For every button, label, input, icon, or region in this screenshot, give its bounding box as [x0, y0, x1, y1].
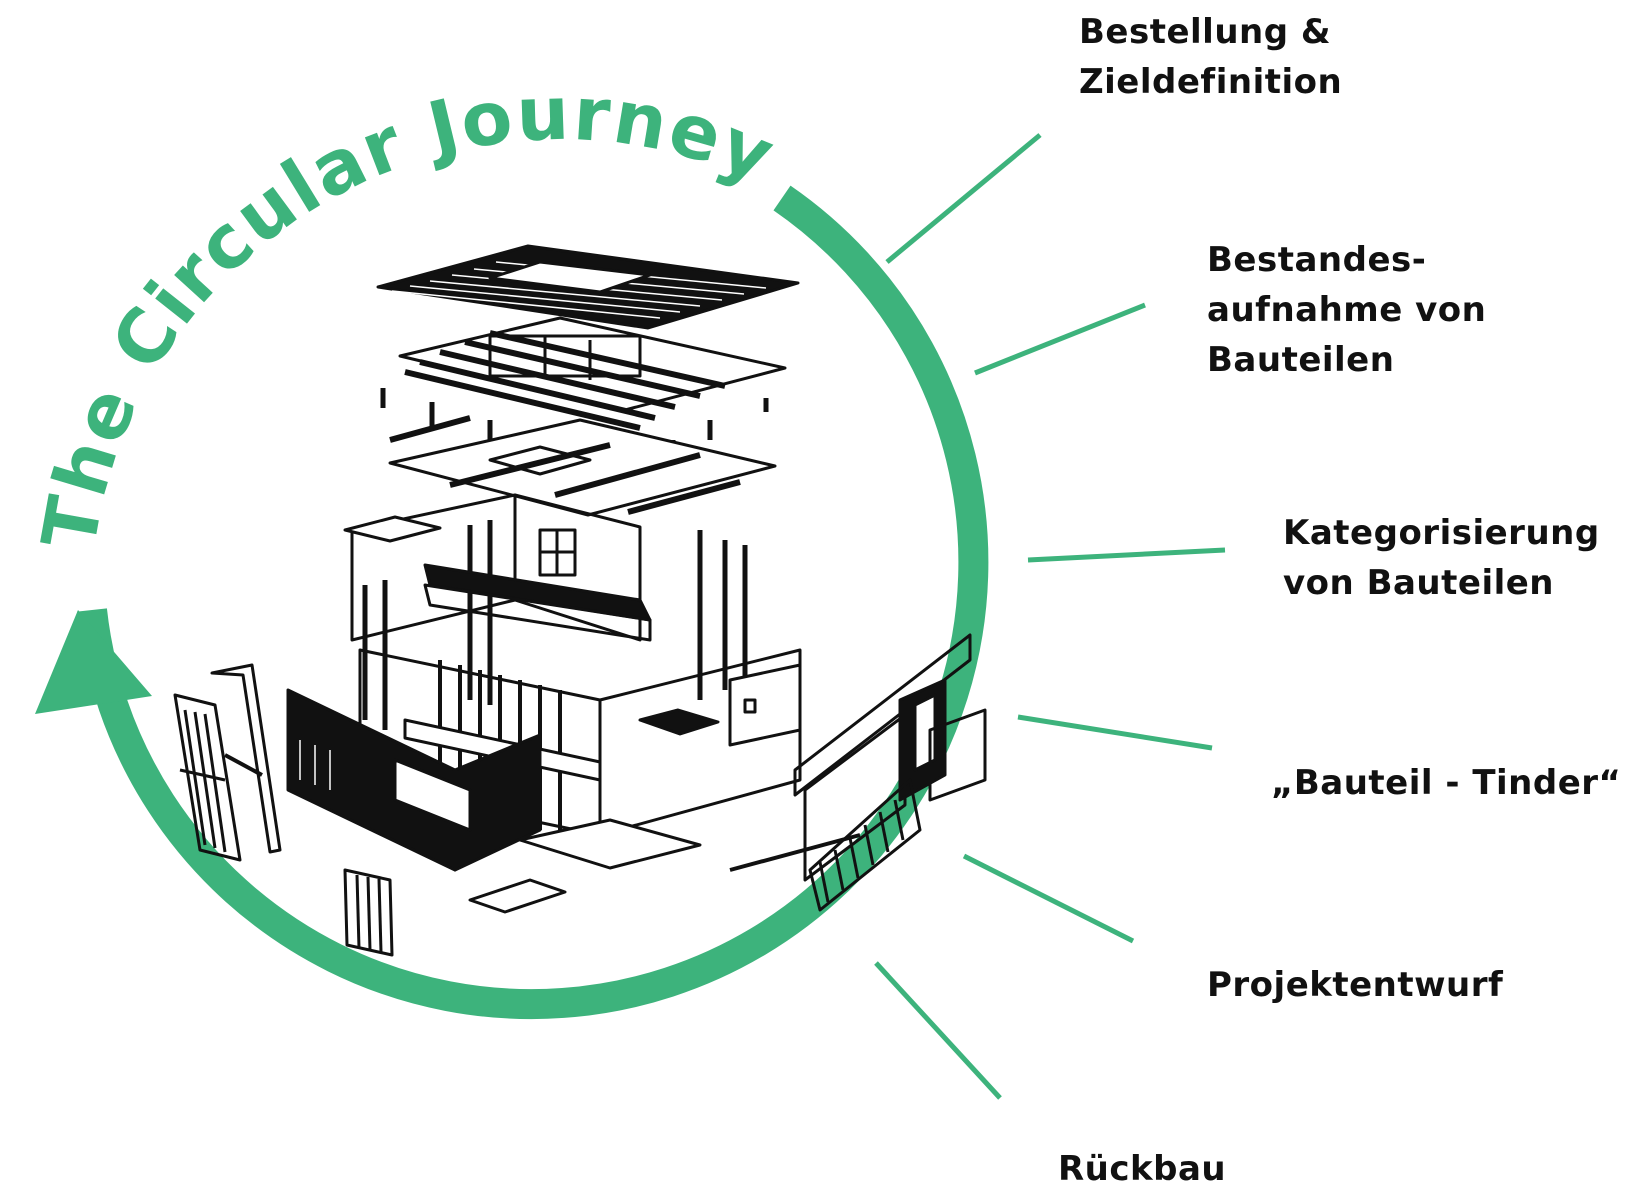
step-label-line: Projektentwurf: [1207, 965, 1504, 1005]
connector-step-1: [885, 133, 1042, 264]
cycle-ring: [35, 185, 989, 1020]
step-label-line: „Bauteil - Tinder“: [1271, 763, 1622, 803]
connector-step-5: [962, 853, 1135, 944]
connector-step-3: [1027, 547, 1226, 563]
step-label-1: Bestellung & Zieldefinition: [1079, 7, 1342, 107]
connector-step-4: [1017, 714, 1213, 751]
step-label-line: von Bauteilen: [1283, 563, 1555, 603]
step-label-line: Zieldefinition: [1079, 62, 1343, 102]
step-label-4: „Bauteil - Tinder“: [1271, 758, 1621, 808]
step-label-line: Kategorisierung: [1283, 513, 1600, 553]
step-label-3: Kategorisierung von Bauteilen: [1283, 508, 1600, 608]
step-label-line: Rückbau: [1058, 1149, 1227, 1189]
step-label-line: Bestandes-: [1207, 240, 1427, 280]
step-label-6: Rückbau: [1058, 1144, 1226, 1194]
step-label-line: Bauteilen: [1207, 340, 1395, 380]
step-connectors: [874, 133, 1226, 1100]
exploded-building-model-icon: [173, 244, 987, 957]
cycle-arrowhead-icon: [35, 610, 152, 714]
cycle-arc: [77, 185, 989, 1020]
connector-step-6: [874, 961, 1002, 1100]
step-label-line: aufnahme von: [1207, 290, 1487, 330]
connector-step-2: [974, 302, 1146, 376]
step-label-line: Bestellung &: [1079, 12, 1332, 52]
step-label-5: Projektentwurf: [1207, 960, 1503, 1010]
